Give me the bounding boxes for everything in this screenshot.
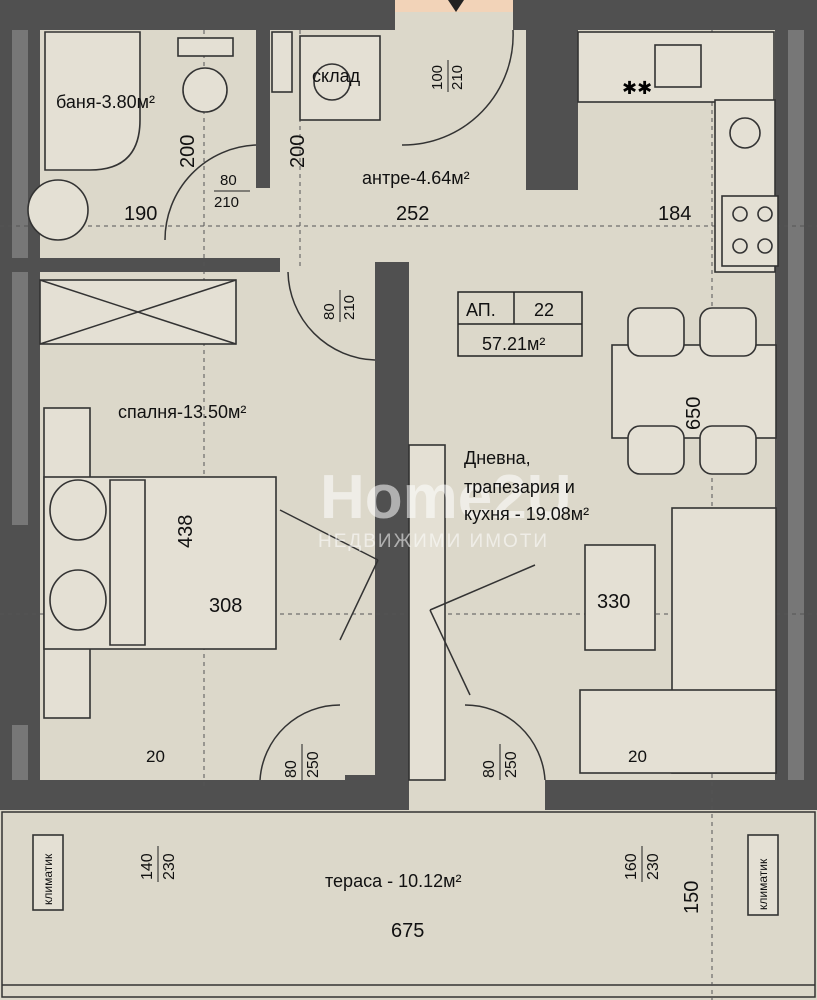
svg-text:210: 210	[214, 194, 239, 211]
dim-20-right: 20	[628, 747, 647, 766]
opening-window-right: 160 230	[623, 846, 662, 882]
room-hallway: антре-4.64м²	[362, 168, 470, 188]
dim-252: 252	[396, 203, 429, 225]
opening-window-left: 140 230	[139, 846, 178, 882]
dim-650: 650	[683, 397, 705, 430]
bathroom-fixtures	[27, 31, 234, 241]
room-living-line1: Дневна,	[464, 448, 531, 468]
kitchen-marker: ✱✱	[622, 78, 652, 98]
entrance-arrow-icon	[448, 0, 464, 12]
svg-text:100: 100	[429, 65, 446, 90]
ac-unit-right	[747, 834, 779, 916]
ac-label-right: климатик	[756, 858, 770, 910]
svg-text:250: 250	[305, 751, 322, 778]
opening-bedroom-door: 80 210	[321, 290, 358, 322]
opening-terrace-door-left: 80 250	[283, 744, 322, 780]
dim-675: 675	[391, 920, 424, 942]
svg-text:160: 160	[623, 853, 640, 880]
kitchen: ✱✱	[577, 31, 779, 273]
opening-entrance: 100 210	[429, 60, 466, 92]
room-storage: склад	[312, 66, 361, 86]
sink-icon	[654, 44, 702, 88]
dim-200-hall: 200	[287, 135, 309, 168]
dim-150: 150	[681, 881, 703, 914]
room-terrace: тераса - 10.12м²	[325, 871, 462, 891]
door-swings	[164, 29, 546, 781]
bedroom-furniture	[39, 279, 446, 781]
svg-text:140: 140	[139, 853, 156, 880]
svg-text:80: 80	[321, 303, 338, 320]
dim-438: 438	[175, 515, 197, 548]
watermark: Home2U НЕДВИЖИМИ ИМОТИ	[318, 463, 572, 552]
room-living-line2: трапезария и	[464, 477, 575, 497]
watermark-brand: Home2U	[320, 463, 572, 532]
walls	[0, 0, 817, 810]
dining-set	[611, 307, 777, 475]
dim-330: 330	[597, 591, 630, 613]
svg-text:80: 80	[283, 760, 300, 778]
apartment-number: 22	[534, 300, 554, 320]
ac-unit-left	[32, 834, 64, 911]
svg-text:80: 80	[481, 760, 498, 778]
watermark-tagline: НЕДВИЖИМИ ИМОТИ	[318, 531, 549, 552]
svg-text:250: 250	[503, 751, 520, 778]
svg-text:230: 230	[161, 853, 178, 880]
svg-text:230: 230	[645, 853, 662, 880]
room-bathroom: баня-3.80м²	[56, 92, 155, 112]
dim-308: 308	[209, 595, 242, 617]
apartment-label-box	[457, 291, 583, 357]
dim-190: 190	[124, 203, 157, 225]
dim-200-bath: 200	[177, 135, 199, 168]
apartment-label: АП.	[466, 300, 496, 320]
storage-unit	[271, 31, 381, 121]
opening-bath-door: 80 210	[214, 172, 250, 211]
opening-terrace-door-right: 80 250	[481, 744, 520, 780]
svg-text:210: 210	[341, 295, 358, 320]
apartment-area: 57.21м²	[482, 334, 545, 354]
sofa	[579, 507, 777, 774]
room-living-line3: кухня - 19.08м²	[464, 504, 589, 524]
terrace	[0, 810, 817, 1000]
stove-icon	[721, 195, 779, 267]
room-bedroom: спалня-13.50м²	[118, 402, 246, 422]
svg-text:80: 80	[220, 172, 237, 189]
ac-label-left: климатик	[41, 853, 55, 905]
dim-184: 184	[658, 203, 691, 225]
svg-text:210: 210	[449, 65, 466, 90]
dim-20-left: 20	[146, 747, 165, 766]
